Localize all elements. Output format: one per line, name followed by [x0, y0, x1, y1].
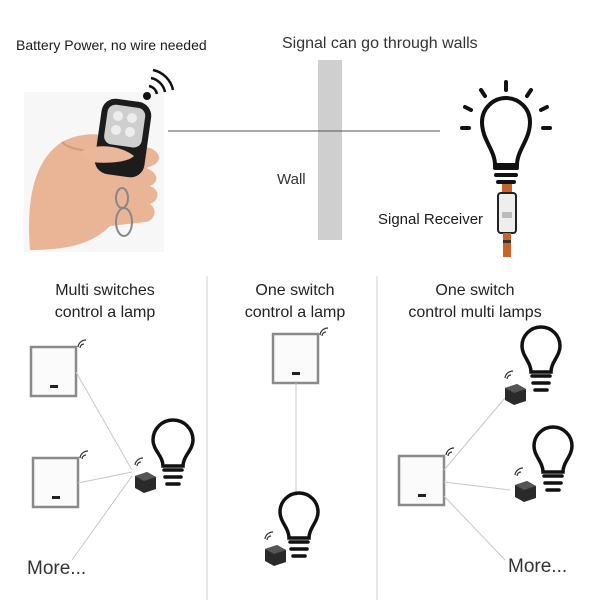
connection-line: [443, 495, 506, 561]
wifi-icon: [79, 450, 89, 460]
wifi-icon: [134, 457, 144, 467]
receiver-box-icon: [515, 481, 536, 502]
wall-switch-icon: [29, 345, 78, 398]
caption-line: control a lamp: [54, 304, 156, 321]
light-bulb-icon: [151, 418, 195, 486]
wifi-icon: [77, 339, 87, 349]
more-label: More...: [27, 558, 87, 579]
connection-line: [77, 471, 133, 484]
connection-line: [71, 475, 133, 561]
caption-line: Multi switches: [55, 282, 155, 299]
wall-switch-icon: [31, 456, 80, 509]
wall: [318, 60, 342, 240]
wifi-icon: [319, 327, 329, 337]
wall-switch-icon: [271, 332, 320, 385]
panel-one-switch-one-lamp-caption: One switch control a lamp: [215, 280, 375, 324]
battery-power-caption: Battery Power, no wire needed: [16, 37, 207, 53]
connection-line: [443, 481, 511, 491]
signal-through-walls-caption: Signal can go through walls: [282, 35, 478, 52]
light-bulb-icon: [532, 425, 574, 492]
wireless-signal-icon: [143, 68, 175, 100]
lit-bulb-icon: [460, 80, 552, 184]
wifi-icon: [264, 531, 274, 541]
wall-label: Wall: [277, 171, 306, 188]
receiver-box-icon: [135, 472, 156, 493]
hand-with-remote-icon: [24, 92, 164, 252]
light-bulb-icon: [278, 491, 320, 558]
wifi-icon: [504, 370, 514, 380]
caption-line: One switch: [255, 282, 335, 299]
caption-line: control a lamp: [244, 304, 346, 321]
more-label: More...: [508, 556, 568, 577]
caption-line: One switch: [435, 282, 515, 299]
panel-one-switch-multi-lamps-caption: One switch control multi lamps: [385, 280, 565, 324]
connection-line: [75, 371, 133, 471]
wifi-icon: [445, 447, 455, 457]
signal-receiver-label: Signal Receiver: [378, 211, 484, 228]
wall-switch-icon: [397, 454, 446, 507]
signal-receiver-icon: [497, 184, 517, 257]
light-bulb-icon: [520, 325, 562, 392]
receiver-box-icon: [505, 384, 526, 405]
panel-multi-switches-caption: Multi switches control a lamp: [30, 280, 180, 324]
connection-line: [443, 397, 506, 471]
receiver-box-icon: [265, 545, 286, 566]
wifi-icon: [514, 467, 524, 477]
caption-line: control multi lamps: [408, 304, 542, 321]
